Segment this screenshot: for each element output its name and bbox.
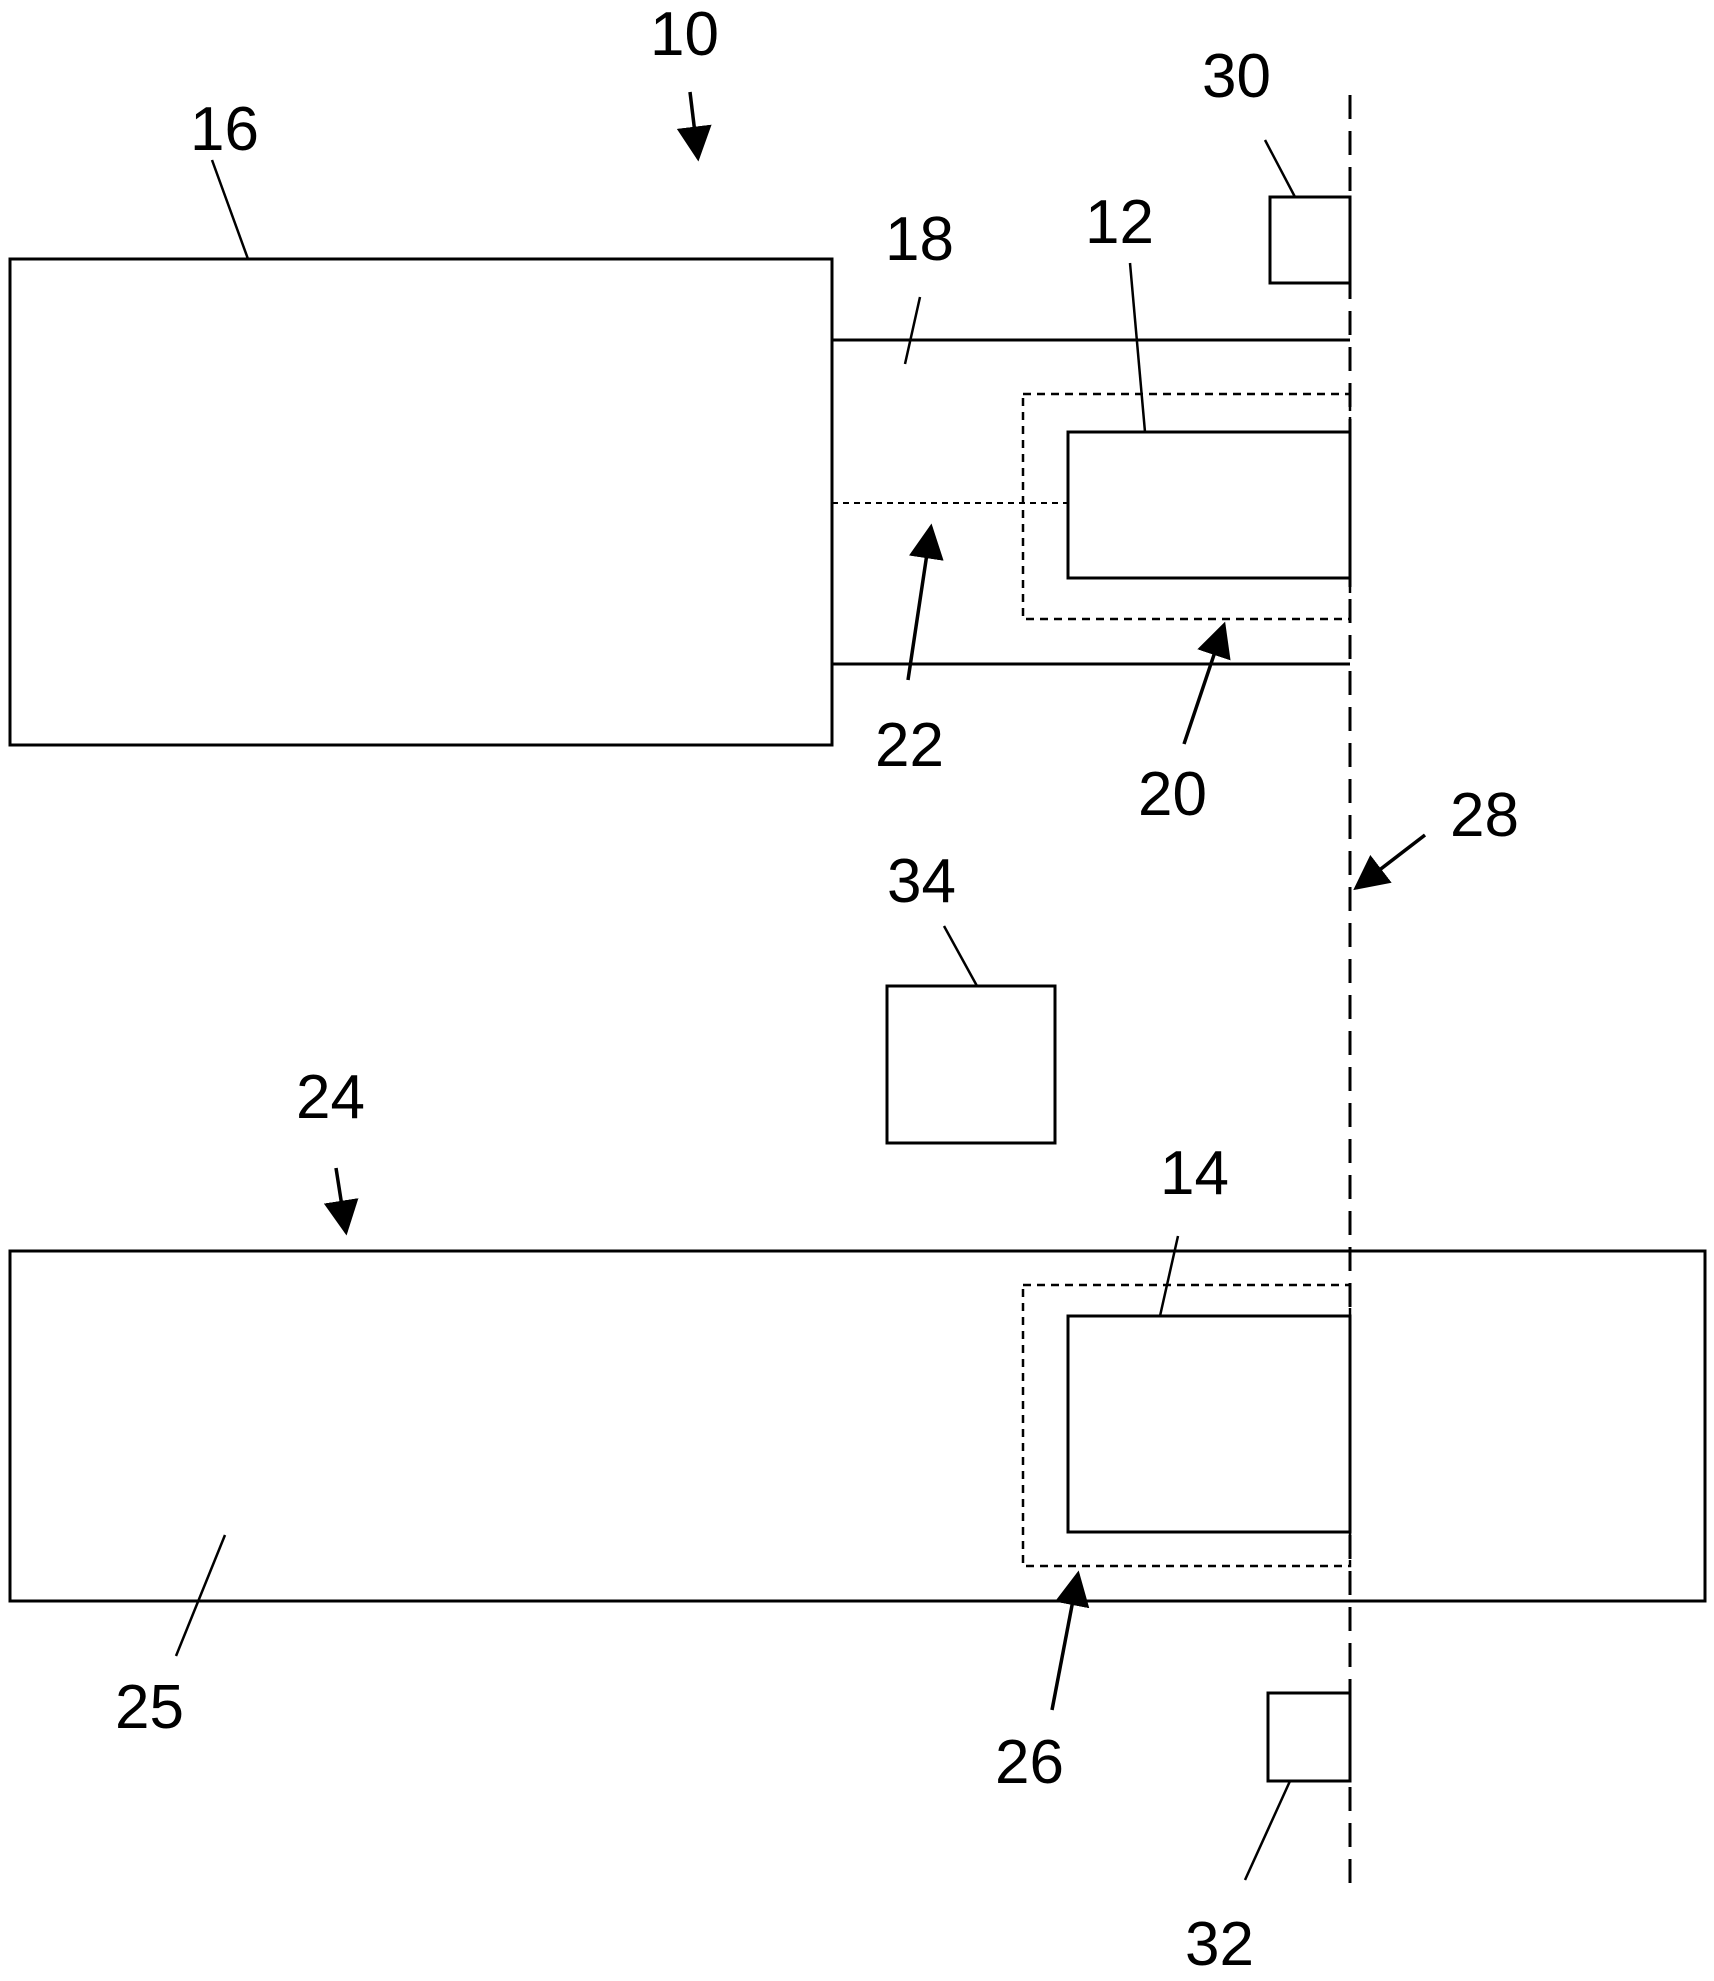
sensor-32	[1266, 1691, 1352, 1783]
zone-20	[1021, 392, 1352, 621]
leader-14	[1158, 1235, 1180, 1317]
zone-26	[1021, 1283, 1352, 1568]
unit-34	[885, 984, 1057, 1145]
sensor-30	[1268, 195, 1352, 285]
label-10: 10	[650, 0, 719, 69]
label-26: 26	[995, 1728, 1064, 1797]
component-12	[1066, 430, 1352, 580]
label-22: 22	[875, 711, 944, 780]
leader-12	[1128, 262, 1147, 433]
label-25: 25	[115, 1673, 184, 1742]
label-24: 24	[296, 1063, 365, 1132]
arrow-28	[1353, 833, 1427, 891]
label-16: 16	[190, 95, 259, 164]
component-14	[1066, 1314, 1352, 1534]
label-14: 14	[1160, 1139, 1229, 1208]
label-32: 32	[1185, 1910, 1254, 1979]
arrow-22	[906, 523, 944, 681]
block-16	[8, 257, 834, 747]
leader-32	[1243, 1780, 1292, 1881]
arrow-10	[676, 91, 712, 162]
label-30: 30	[1202, 42, 1271, 111]
arrow-26	[1050, 1570, 1090, 1711]
arrow-24	[323, 1167, 359, 1236]
arrow-20	[1182, 621, 1231, 745]
label-18: 18	[885, 205, 954, 274]
leader-18	[903, 296, 922, 365]
leader-34	[942, 925, 979, 987]
leader-30	[1263, 139, 1297, 198]
label-12: 12	[1085, 188, 1154, 257]
leader-16	[210, 159, 250, 260]
leader-25	[174, 1534, 227, 1657]
body-25	[8, 1249, 1707, 1603]
label-34: 34	[887, 847, 956, 916]
label-28: 28	[1450, 781, 1519, 850]
label-20: 20	[1138, 760, 1207, 829]
